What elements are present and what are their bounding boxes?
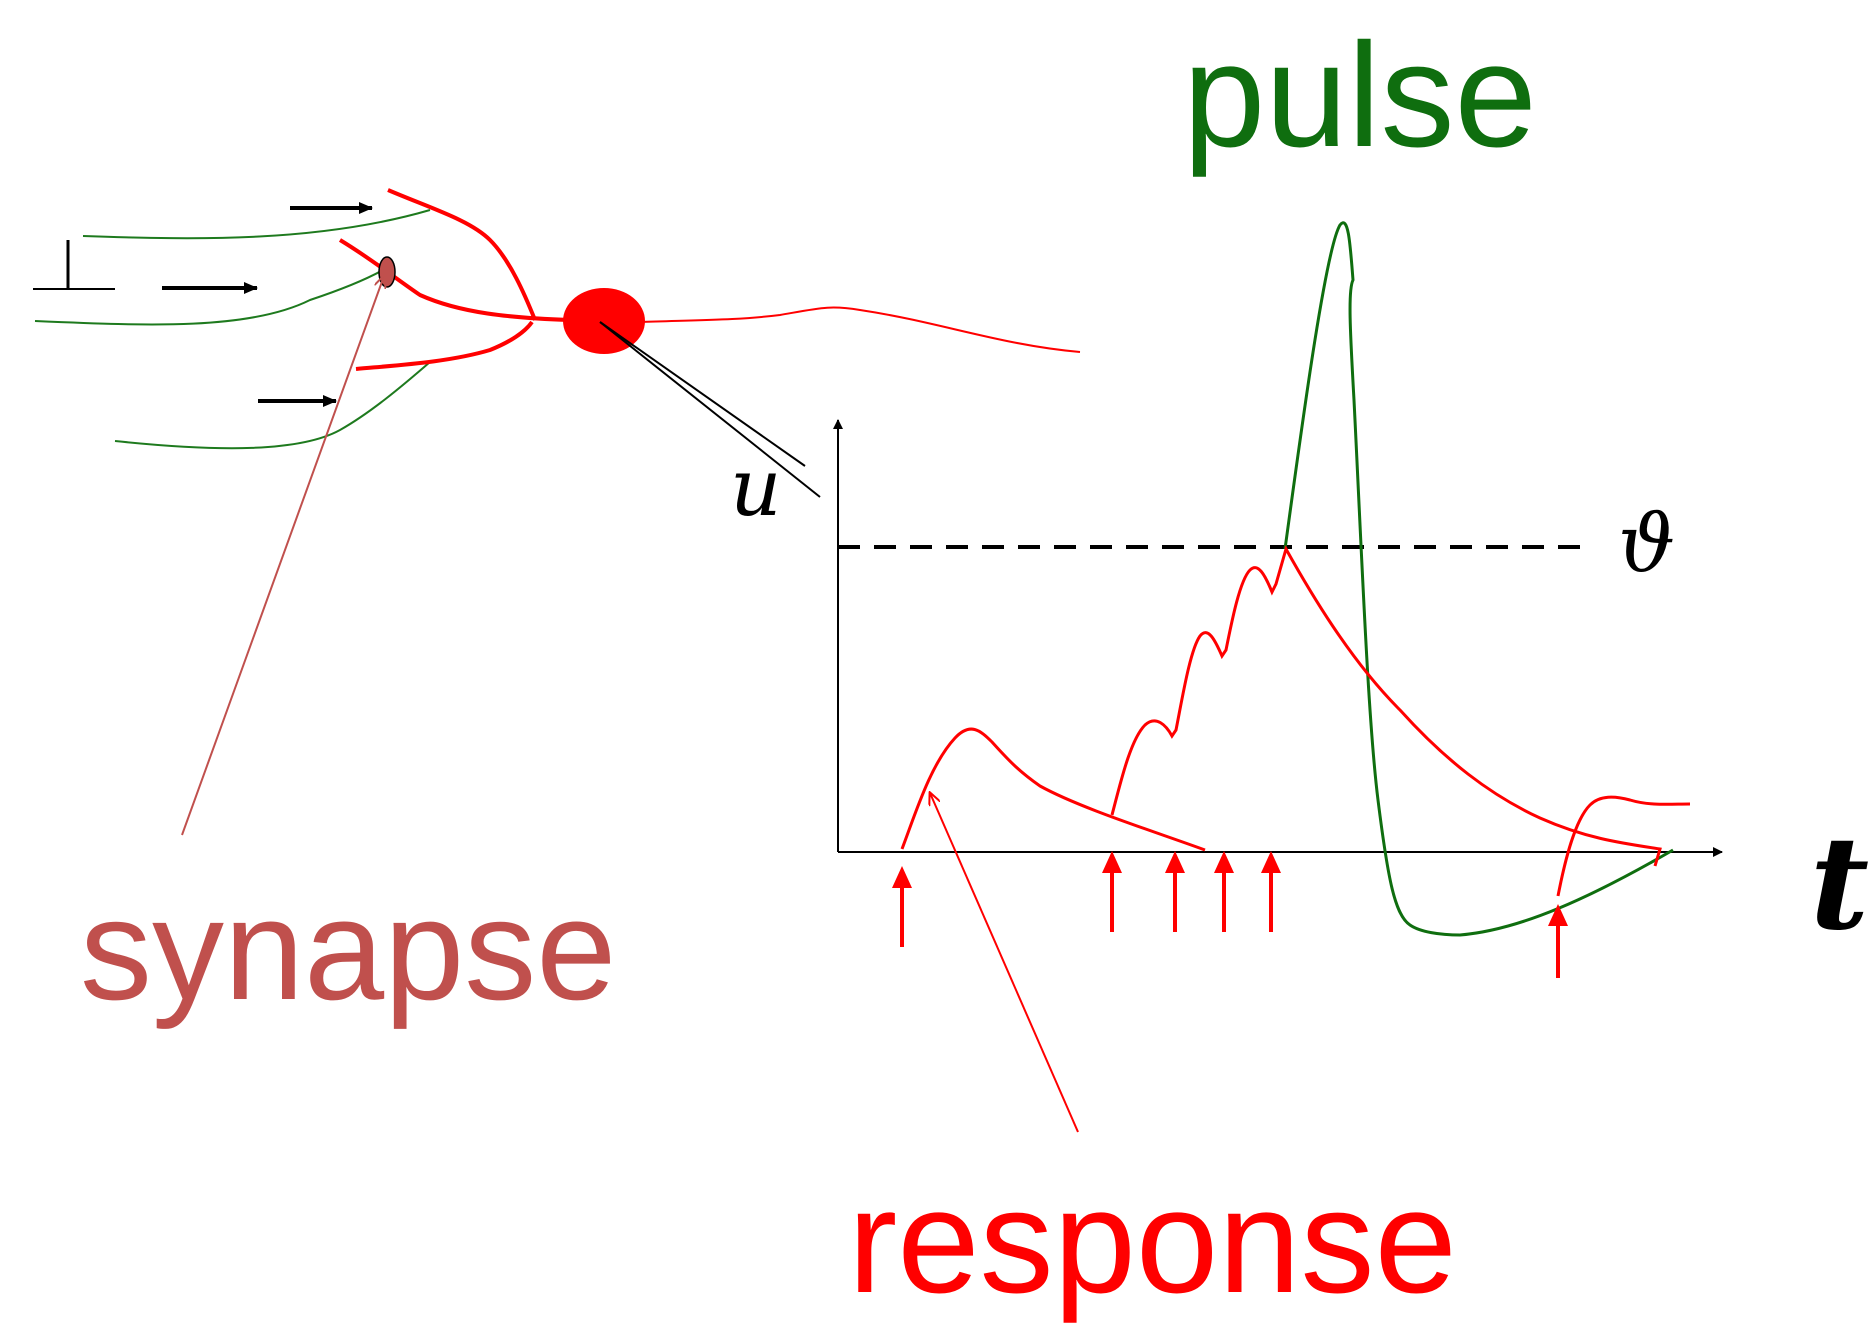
- response-curve-single: [900, 727, 1206, 852]
- presynaptic-fiber-top: [82, 209, 431, 240]
- synapse-label: synapse: [80, 869, 617, 1030]
- dendrite-top: [387, 188, 537, 321]
- t-axis-label: t: [1810, 809, 1870, 959]
- threshold-label: ϑ: [1618, 497, 1676, 590]
- u-axis-label: u: [730, 441, 782, 534]
- axon: [639, 306, 1081, 353]
- response-pointer-line: [930, 793, 1079, 1133]
- input-spike-arrow: [892, 866, 912, 947]
- presynaptic-fiber-middle: [34, 269, 384, 326]
- electrode-line-upper: [599, 321, 806, 467]
- input-spike-arrow: [1214, 851, 1234, 932]
- input-spike-arrow: [1261, 851, 1281, 932]
- input-spike-arrow: [1165, 851, 1185, 932]
- response-curve-summation: [1110, 545, 1662, 867]
- response-label: response: [848, 1159, 1457, 1324]
- presynaptic-fiber-bottom: [114, 361, 431, 450]
- input-spike-arrow: [1102, 851, 1122, 932]
- pulse-label: pulse: [1183, 13, 1537, 178]
- input-spike-arrow: [1548, 904, 1568, 978]
- synapse-pointer-line: [181, 276, 384, 836]
- electrode-line-lower: [599, 321, 821, 498]
- response-curve-late: [1556, 795, 1691, 897]
- dendrite-middle: [338, 238, 571, 322]
- soma: [563, 288, 645, 354]
- dendrite-bottom: [355, 320, 534, 371]
- pulse-curve: [1283, 221, 1674, 937]
